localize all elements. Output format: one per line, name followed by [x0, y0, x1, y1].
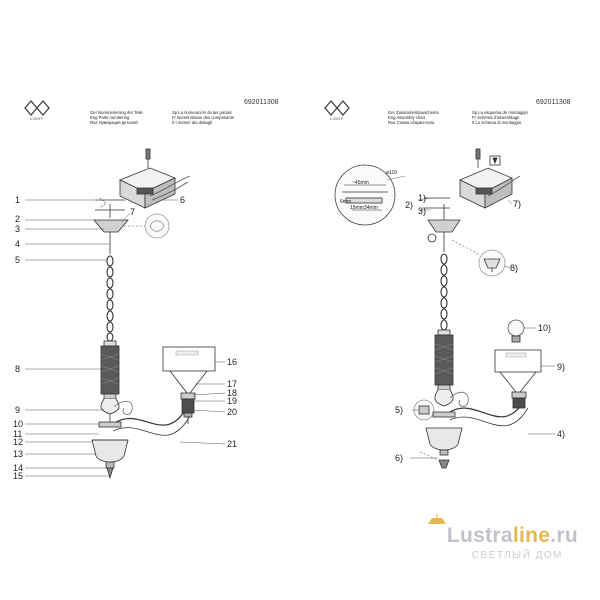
part-label-13: 13 [13, 449, 24, 459]
candle-holder [180, 392, 196, 424]
watermark-tagline: СВЕТЛЫЙ ДОМ [471, 550, 563, 561]
base-bowl [91, 421, 129, 480]
header-ru: Rus Нумерация деталей [90, 120, 138, 125]
header-it: It I numeri dei dettagli [172, 120, 213, 125]
brand-logo [24, 100, 50, 116]
part-label-5: 5 [15, 255, 21, 265]
chain [106, 255, 114, 342]
part-label-21: 21 [227, 439, 238, 449]
step-label-7: 7) [513, 199, 522, 209]
step-label-9: 9) [557, 362, 566, 372]
lampshade [162, 346, 216, 394]
header-fr: Fr Numérotation des composants [172, 115, 234, 120]
brand-logo [324, 100, 350, 116]
candle-holder [511, 391, 527, 409]
parts-numbering-sheet: LIGHT 692011308 Ger Nummerierung der Tei… [13, 99, 279, 481]
ceiling-bracket [459, 167, 513, 209]
part-label-3: 3 [15, 224, 21, 234]
warning-icon [489, 155, 501, 166]
chain [440, 253, 448, 331]
step-label-1: 1) [418, 193, 427, 203]
step-label-6: 6) [395, 453, 404, 463]
model-number: 692011308 [536, 99, 571, 106]
mounting-dimension-detail [334, 164, 396, 226]
watermark-name-b: line [512, 524, 551, 547]
header-fr: Fr Schéma d'assemblage [472, 115, 520, 120]
dimension-gap: 15mm [350, 205, 364, 211]
part-label-19: 19 [227, 396, 238, 406]
canopy-mount [424, 197, 461, 233]
part-label-11: 11 [13, 429, 23, 439]
step-label-3: 3) [418, 206, 427, 216]
bulb-socket-detail [478, 249, 506, 277]
step-label-10: 10) [538, 323, 552, 333]
center-column [100, 340, 120, 422]
header-en: Eng Parts numbering [90, 115, 130, 120]
part-label-2: 2 [15, 214, 21, 224]
ceiling-bracket [119, 167, 177, 209]
lampshade [494, 349, 542, 393]
lamp-arm [449, 403, 523, 418]
dimension-span: 34mm [364, 205, 378, 211]
step-label-4: 4) [557, 429, 566, 439]
dimension-offset: 6mm [340, 199, 352, 205]
dimension-screw: ø110 [386, 170, 398, 176]
dimension-outer: ~45mm [352, 180, 369, 186]
brand-logo-text: LIGHT [330, 116, 344, 121]
base-bowl [425, 411, 463, 456]
header-de: Ger Zusammenbauschema [388, 110, 439, 115]
screwdriver-icon [145, 148, 151, 168]
part-label-7: 7 [130, 207, 136, 217]
part-label-9: 9 [15, 405, 21, 415]
light-bulb-icon [507, 319, 525, 343]
watermark-brand: Lustraline.ru [447, 524, 578, 548]
watermark-name-a: Lustra [446, 524, 513, 547]
part-label-20: 20 [227, 407, 238, 417]
watermark-lamp-icon [428, 514, 446, 524]
header-de: Ger Nummerierung der Teile [90, 110, 143, 115]
part-label-16: 16 [227, 357, 238, 367]
header-ru: Rus Схема сборки-сила [388, 120, 435, 125]
part-label-17: 17 [227, 379, 238, 389]
step-label-8: 8) [510, 263, 519, 273]
part-label-6: 6 [180, 195, 186, 205]
part-label-14: 14 [13, 463, 24, 473]
watermark-domain: .ru [550, 524, 578, 547]
part-label-4: 4 [15, 239, 21, 249]
part-label-12: 12 [13, 437, 24, 447]
header-es: Sp La esquema de montaggio [472, 110, 528, 115]
assembly-chart-sheet: LIGHT 692011308 Ger Zusammenbauschema En… [300, 0, 600, 600]
canopy-mount [93, 199, 129, 233]
chandelier-parts-drawing [25, 148, 226, 480]
model-number: 692011308 [244, 99, 279, 106]
brand-logo-text: LIGHT [30, 116, 44, 121]
wire-connector-icon [144, 213, 170, 239]
step-label-5: 5) [395, 405, 404, 415]
part-label-18: 18 [227, 388, 238, 398]
part-label-8: 8 [15, 364, 21, 374]
header-es: Sp La numeración de las piezas [172, 110, 232, 115]
finial-part [438, 459, 450, 469]
part-label-1: 1 [15, 195, 21, 205]
step-label-2: 2) [405, 200, 414, 210]
header-en: Eng Assembly chart [388, 115, 426, 120]
part-label-10: 10 [13, 419, 24, 429]
header-it: It Lo schema di montaggio [472, 120, 522, 125]
chandelier-assembly-drawing [334, 148, 555, 469]
lamp-arm [112, 411, 185, 426]
part-label-15: 15 [13, 471, 24, 481]
center-column [434, 329, 454, 407]
screwdriver-icon [475, 148, 481, 168]
